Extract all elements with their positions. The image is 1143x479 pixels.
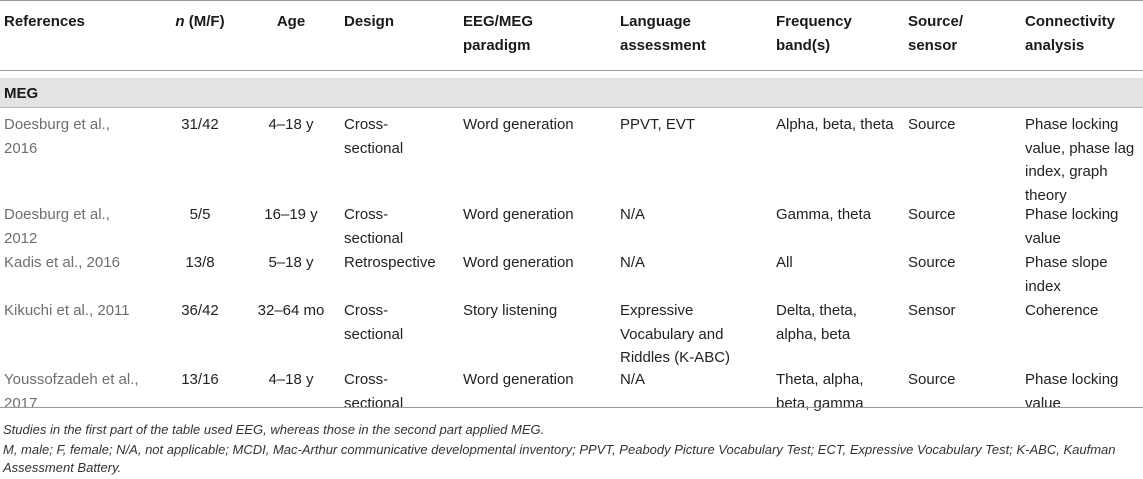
cell-age: 5–18 y xyxy=(268,254,314,271)
header-language-assessment: Language assessment xyxy=(620,13,706,54)
cell-language: N/A xyxy=(620,254,646,271)
cell-source: Sensor xyxy=(908,302,956,319)
cell-source: Source xyxy=(908,116,956,133)
cell-language: PPVT, EVT xyxy=(620,116,696,133)
cell-source: Source xyxy=(908,206,956,223)
header-source-sensor: Source/ sensor xyxy=(908,13,964,54)
cell-source: Source xyxy=(908,371,956,388)
cell-paradigm: Word generation xyxy=(463,254,574,271)
cell-reference: Doesburg et al., 2012 xyxy=(4,206,110,247)
cell-design: Retrospective xyxy=(344,254,436,271)
header-paradigm: EEG/MEG paradigm xyxy=(463,13,534,54)
cell-connectivity: Phase slope index xyxy=(1025,254,1108,295)
table-footnote-1: Studies in the first part of the table u… xyxy=(3,422,545,437)
cell-frequency: Gamma, theta xyxy=(776,206,872,223)
cell-connectivity: Phase locking value, phase lag index, gr… xyxy=(1025,116,1135,204)
section-row-meg: MEG xyxy=(0,78,1143,108)
table-header: References n (M/F) Age Design EEG/MEG pa… xyxy=(0,0,1143,71)
cell-n: 31/42 xyxy=(181,116,219,133)
header-references: References xyxy=(4,13,85,30)
table-row: Kikuchi et al., 2011 36/42 32–64 mo Cros… xyxy=(0,294,1143,366)
cell-frequency: Delta, theta, alpha, beta xyxy=(776,302,857,343)
table-row: Doesburg et al., 2016 31/42 4–18 y Cross… xyxy=(0,108,1143,204)
cell-design: Cross-sectional xyxy=(344,302,404,343)
header-age: Age xyxy=(276,13,306,30)
cell-source: Source xyxy=(908,254,956,271)
cell-paradigm: Word generation xyxy=(463,206,574,223)
cell-connectivity: Phase locking value xyxy=(1025,206,1119,247)
cell-paradigm: Word generation xyxy=(463,116,574,133)
cell-design: Cross-sectional xyxy=(344,206,404,247)
table-row: Kadis et al., 2016 13/8 5–18 y Retrospec… xyxy=(0,246,1143,295)
table-row: Youssofzadeh et al., 2017 13/16 4–18 y C… xyxy=(0,363,1143,412)
cell-paradigm: Word generation xyxy=(463,371,574,388)
header-n-rest: (M/F) xyxy=(184,13,225,30)
cell-n: 5/5 xyxy=(189,206,211,223)
cell-connectivity: Coherence xyxy=(1025,302,1099,319)
cell-reference: Kadis et al., 2016 xyxy=(4,254,120,271)
section-label: MEG xyxy=(4,85,39,102)
cell-language: N/A xyxy=(620,206,646,223)
table-row: Doesburg et al., 2012 5/5 16–19 y Cross-… xyxy=(0,198,1143,247)
header-connectivity: Connectivity analysis xyxy=(1025,13,1116,54)
cell-n: 36/42 xyxy=(181,302,219,319)
cell-age: 16–19 y xyxy=(264,206,318,223)
cell-frequency: All xyxy=(776,254,793,271)
data-table: References n (M/F) Age Design EEG/MEG pa… xyxy=(0,0,1143,412)
cell-paradigm: Story listening xyxy=(463,302,558,319)
cell-n: 13/16 xyxy=(181,371,219,388)
header-n-italic: n xyxy=(175,13,185,30)
cell-frequency: Alpha, beta, theta xyxy=(776,116,894,133)
cell-language: Expressive Vocabulary and Riddles (K-ABC… xyxy=(620,302,731,366)
cell-reference: Kikuchi et al., 2011 xyxy=(4,302,130,319)
cell-age: 4–18 y xyxy=(268,116,314,133)
header-frequency-bands: Frequency band(s) xyxy=(776,13,852,54)
cell-language: N/A xyxy=(620,371,646,388)
cell-reference: Doesburg et al., 2016 xyxy=(4,116,110,157)
header-n: n (M/F) xyxy=(150,10,250,34)
header-design: Design xyxy=(344,13,395,30)
cell-n: 13/8 xyxy=(185,254,215,271)
cell-design: Cross-sectional xyxy=(344,116,404,157)
table-bottom-rule xyxy=(0,407,1143,408)
table-footnote-2: M, male; F, female; N/A, not applicable;… xyxy=(3,442,1116,475)
cell-age: 32–64 mo xyxy=(257,302,325,319)
cell-age: 4–18 y xyxy=(268,371,314,388)
